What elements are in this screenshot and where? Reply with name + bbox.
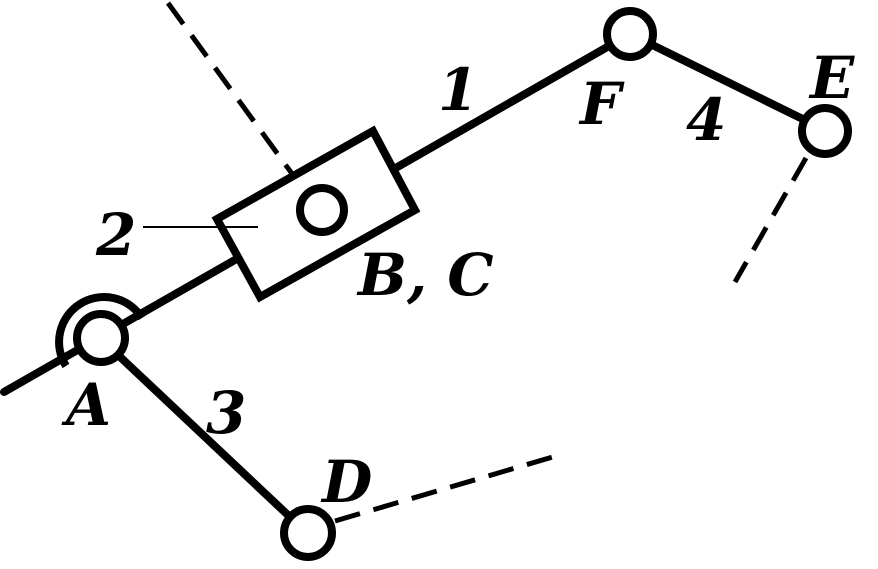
- link-3: [96, 334, 311, 537]
- label-d: D: [320, 448, 372, 516]
- joint-bc: [296, 184, 348, 236]
- joint-d: [280, 505, 336, 561]
- label-e: E: [808, 44, 855, 112]
- joint-f: [603, 7, 657, 61]
- label-link-1: 1: [438, 56, 478, 124]
- label-a: A: [61, 371, 111, 439]
- label-bc: B, C: [356, 241, 494, 309]
- label-link-3: 3: [206, 379, 246, 447]
- joint-e: [798, 104, 852, 158]
- dashed-line-e: [732, 156, 809, 284]
- bearing-arc-a: [55, 293, 146, 369]
- joint-a: [73, 310, 129, 366]
- label-f: F: [578, 70, 625, 138]
- label-link-2: 2: [95, 201, 136, 269]
- label-link-4: 4: [686, 86, 726, 154]
- dashed-line-bc: [165, 1, 301, 184]
- link-4: [626, 30, 829, 134]
